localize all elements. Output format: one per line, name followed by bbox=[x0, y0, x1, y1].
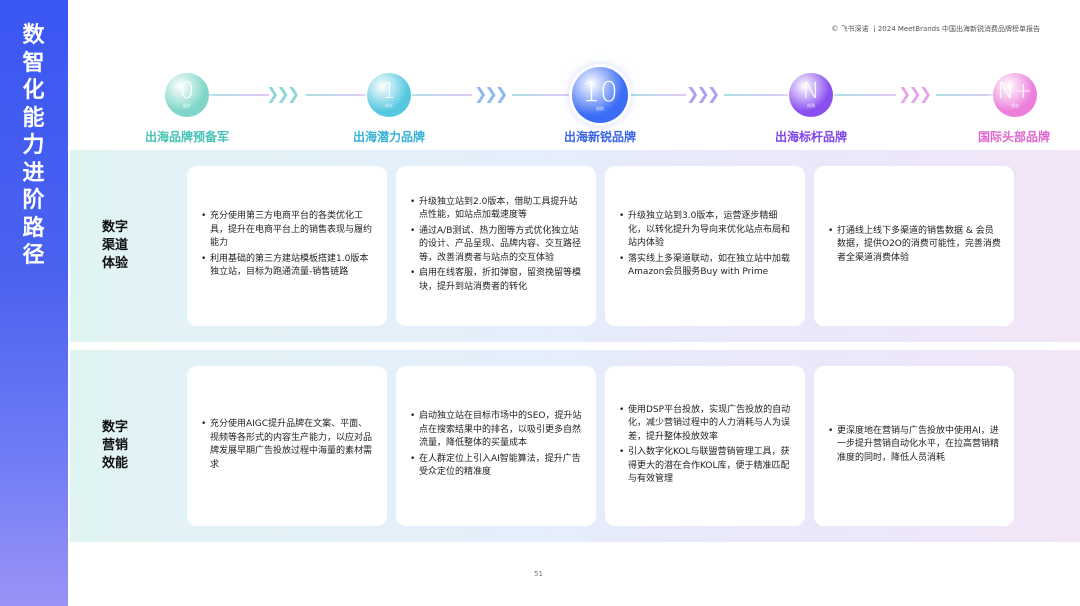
card: 打通线上线下多渠道的销售数据 & 会员数据，提供O2O的消费可能性，完善消费者全… bbox=[814, 166, 1014, 326]
bullet-item: 通过A/B测试、热力图等方式优化独立站的设计、产品呈现、品牌内容、交互路径等，改… bbox=[410, 225, 584, 266]
bullet-item: 利用基础的第三方建站模板搭建1.0版本独立站，目标为跑通流量-销售链路 bbox=[201, 253, 375, 280]
connector-line bbox=[724, 94, 788, 96]
bullet-list: 启动独立站在目标市场中的SEO，提升站点在搜索结果中的排名，以吸引更多自然流量，… bbox=[410, 410, 584, 482]
stage-number: 0 bbox=[180, 79, 194, 104]
stage-circle-n-plus: N+ 领先 bbox=[993, 73, 1037, 117]
connector-line bbox=[412, 94, 472, 96]
bullet-item: 在人群定位上引入AI智能算法，提升广告受众定位的精准度 bbox=[410, 453, 584, 480]
bullet-list: 充分使用AIGC提升品牌在文案、平面、视频等各形式的内容生产能力，以应对品牌发展… bbox=[201, 418, 375, 474]
bullet-item: 升级独立站到3.0版本，运营逐步精细化，以转化提升为导向来优化站点布局和站内体验 bbox=[619, 210, 793, 251]
card: 升级独立站到3.0版本，运营逐步精细化，以转化提升为导向来优化站点布局和站内体验… bbox=[605, 166, 805, 326]
bullet-item: 升级独立站到2.0版本，借助工具提升站点性能，如站点加载速度等 bbox=[410, 196, 584, 223]
bullet-item: 更深度地在营销与广告投放中使用AI，进一步提升营销自动化水平，在拉高营销精准度的… bbox=[828, 425, 1002, 466]
chevron-arrows-icon: ❯❯❯ bbox=[474, 84, 508, 103]
row-digital-channel: 数字 渠道 体验 充分使用第三方电商平台的各类优化工具，提升在电商平台上的销售表… bbox=[70, 150, 1080, 342]
stage-number: N bbox=[802, 79, 820, 104]
row-label: 数字 营销 效能 bbox=[101, 420, 128, 471]
stage-tag: 成熟 bbox=[807, 103, 815, 108]
stage-timeline: ❯❯❯ ❯❯❯ ❯❯❯ ❯❯❯ 0 起步 1 成长 10 进阶 N 成熟 N+ … bbox=[0, 0, 1080, 150]
stage-circle-0: 0 起步 bbox=[165, 73, 209, 117]
chevron-arrows-icon: ❯❯❯ bbox=[686, 84, 720, 103]
bullet-item: 打通线上线下多渠道的销售数据 & 会员数据，提供O2O的消费可能性，完善消费者全… bbox=[828, 225, 1002, 266]
connector-line bbox=[209, 94, 269, 96]
bullet-list: 使用DSP平台投放，实现广告投放的自动化，减少营销过程中的人力消耗与人为误差，提… bbox=[619, 404, 793, 489]
stage-label: 出海品牌预备军 bbox=[144, 130, 229, 144]
stage-circle-10: 10 进阶 bbox=[572, 67, 628, 123]
bullet-item: 启动独立站在目标市场中的SEO，提升站点在搜索结果中的排名，以吸引更多自然流量，… bbox=[410, 410, 584, 451]
stage-label: 国际头部品牌 bbox=[977, 130, 1050, 144]
bullet-list: 充分使用第三方电商平台的各类优化工具，提升在电商平台上的销售表现与履约能力利用基… bbox=[201, 210, 375, 282]
card: 充分使用第三方电商平台的各类优化工具，提升在电商平台上的销售表现与履约能力利用基… bbox=[187, 166, 387, 326]
stage-label: 出海新锐品牌 bbox=[563, 130, 636, 144]
stage-tag: 领先 bbox=[1011, 103, 1019, 108]
stage-label: 出海潜力品牌 bbox=[352, 130, 425, 144]
bullet-item: 启用在线客服，折扣弹窗，留资挽留等模块，提升到站消费者的转化 bbox=[410, 267, 584, 294]
card: 充分使用AIGC提升品牌在文案、平面、视频等各形式的内容生产能力，以应对品牌发展… bbox=[187, 366, 387, 526]
bullet-list: 升级独立站到3.0版本，运营逐步精细化，以转化提升为导向来优化站点布局和站内体验… bbox=[619, 210, 793, 282]
stage-tag: 进阶 bbox=[596, 106, 604, 111]
bullet-item: 使用DSP平台投放，实现广告投放的自动化，减少营销过程中的人力消耗与人为误差，提… bbox=[619, 404, 793, 445]
chevron-arrows-icon: ❯❯❯ bbox=[266, 84, 300, 103]
stage-number: N+ bbox=[997, 79, 1033, 104]
page-number: 51 bbox=[534, 570, 543, 578]
card: 启动独立站在目标市场中的SEO，提升站点在搜索结果中的排名，以吸引更多自然流量，… bbox=[396, 366, 596, 526]
bullet-list: 打通线上线下多渠道的销售数据 & 会员数据，提供O2O的消费可能性，完善消费者全… bbox=[828, 225, 1002, 268]
card: 升级独立站到2.0版本，借助工具提升站点性能，如站点加载速度等通过A/B测试、热… bbox=[396, 166, 596, 326]
connector-line bbox=[628, 94, 686, 96]
card: 使用DSP平台投放，实现广告投放的自动化，减少营销过程中的人力消耗与人为误差，提… bbox=[605, 366, 805, 526]
row-label: 数字 渠道 体验 bbox=[101, 220, 128, 271]
card: 更深度地在营销与广告投放中使用AI，进一步提升营销自动化水平，在拉高营销精准度的… bbox=[814, 366, 1014, 526]
bullet-item: 引入数字化KOL与联盟营销管理工具，获得更大的潜在合作KOL库，便于精准匹配与有… bbox=[619, 446, 793, 487]
bullet-list: 升级独立站到2.0版本，借助工具提升站点性能，如站点加载速度等通过A/B测试、热… bbox=[410, 196, 584, 297]
connector-line bbox=[306, 94, 366, 96]
stage-circle-n: N 成熟 bbox=[789, 73, 833, 117]
stage-tag: 成长 bbox=[385, 103, 393, 108]
page-title: 数 智 化 能 力 进 阶 路 径 bbox=[22, 23, 46, 268]
bullet-item: 充分使用AIGC提升品牌在文案、平面、视频等各形式的内容生产能力，以应对品牌发展… bbox=[201, 418, 375, 472]
chevron-arrows-icon: ❯❯❯ bbox=[898, 84, 932, 103]
side-banner: 数 智 化 能 力 进 阶 路 径 bbox=[0, 0, 68, 606]
bullet-item: 落实线上多渠道联动，如在独立站中加载Amazon会员服务Buy with Pri… bbox=[619, 253, 793, 280]
stage-circle-1: 1 成长 bbox=[367, 73, 411, 117]
stage-number: 1 bbox=[382, 79, 396, 104]
source-credit: © 飞书深诺 丨2024 MeetBrands 中国出海新锐消费品牌榜单报告 bbox=[831, 25, 1040, 33]
connector-line bbox=[512, 94, 574, 96]
bullet-item: 充分使用第三方电商平台的各类优化工具，提升在电商平台上的销售表现与履约能力 bbox=[201, 210, 375, 251]
stage-tag: 起步 bbox=[183, 103, 191, 108]
stage-number: 10 bbox=[582, 75, 618, 108]
connector-line bbox=[936, 94, 994, 96]
connector-line bbox=[834, 94, 896, 96]
stage-label: 出海标杆品牌 bbox=[774, 130, 847, 144]
row-digital-marketing: 数字 营销 效能 充分使用AIGC提升品牌在文案、平面、视频等各形式的内容生产能… bbox=[70, 350, 1080, 542]
bullet-list: 更深度地在营销与广告投放中使用AI，进一步提升营销自动化水平，在拉高营销精准度的… bbox=[828, 425, 1002, 468]
